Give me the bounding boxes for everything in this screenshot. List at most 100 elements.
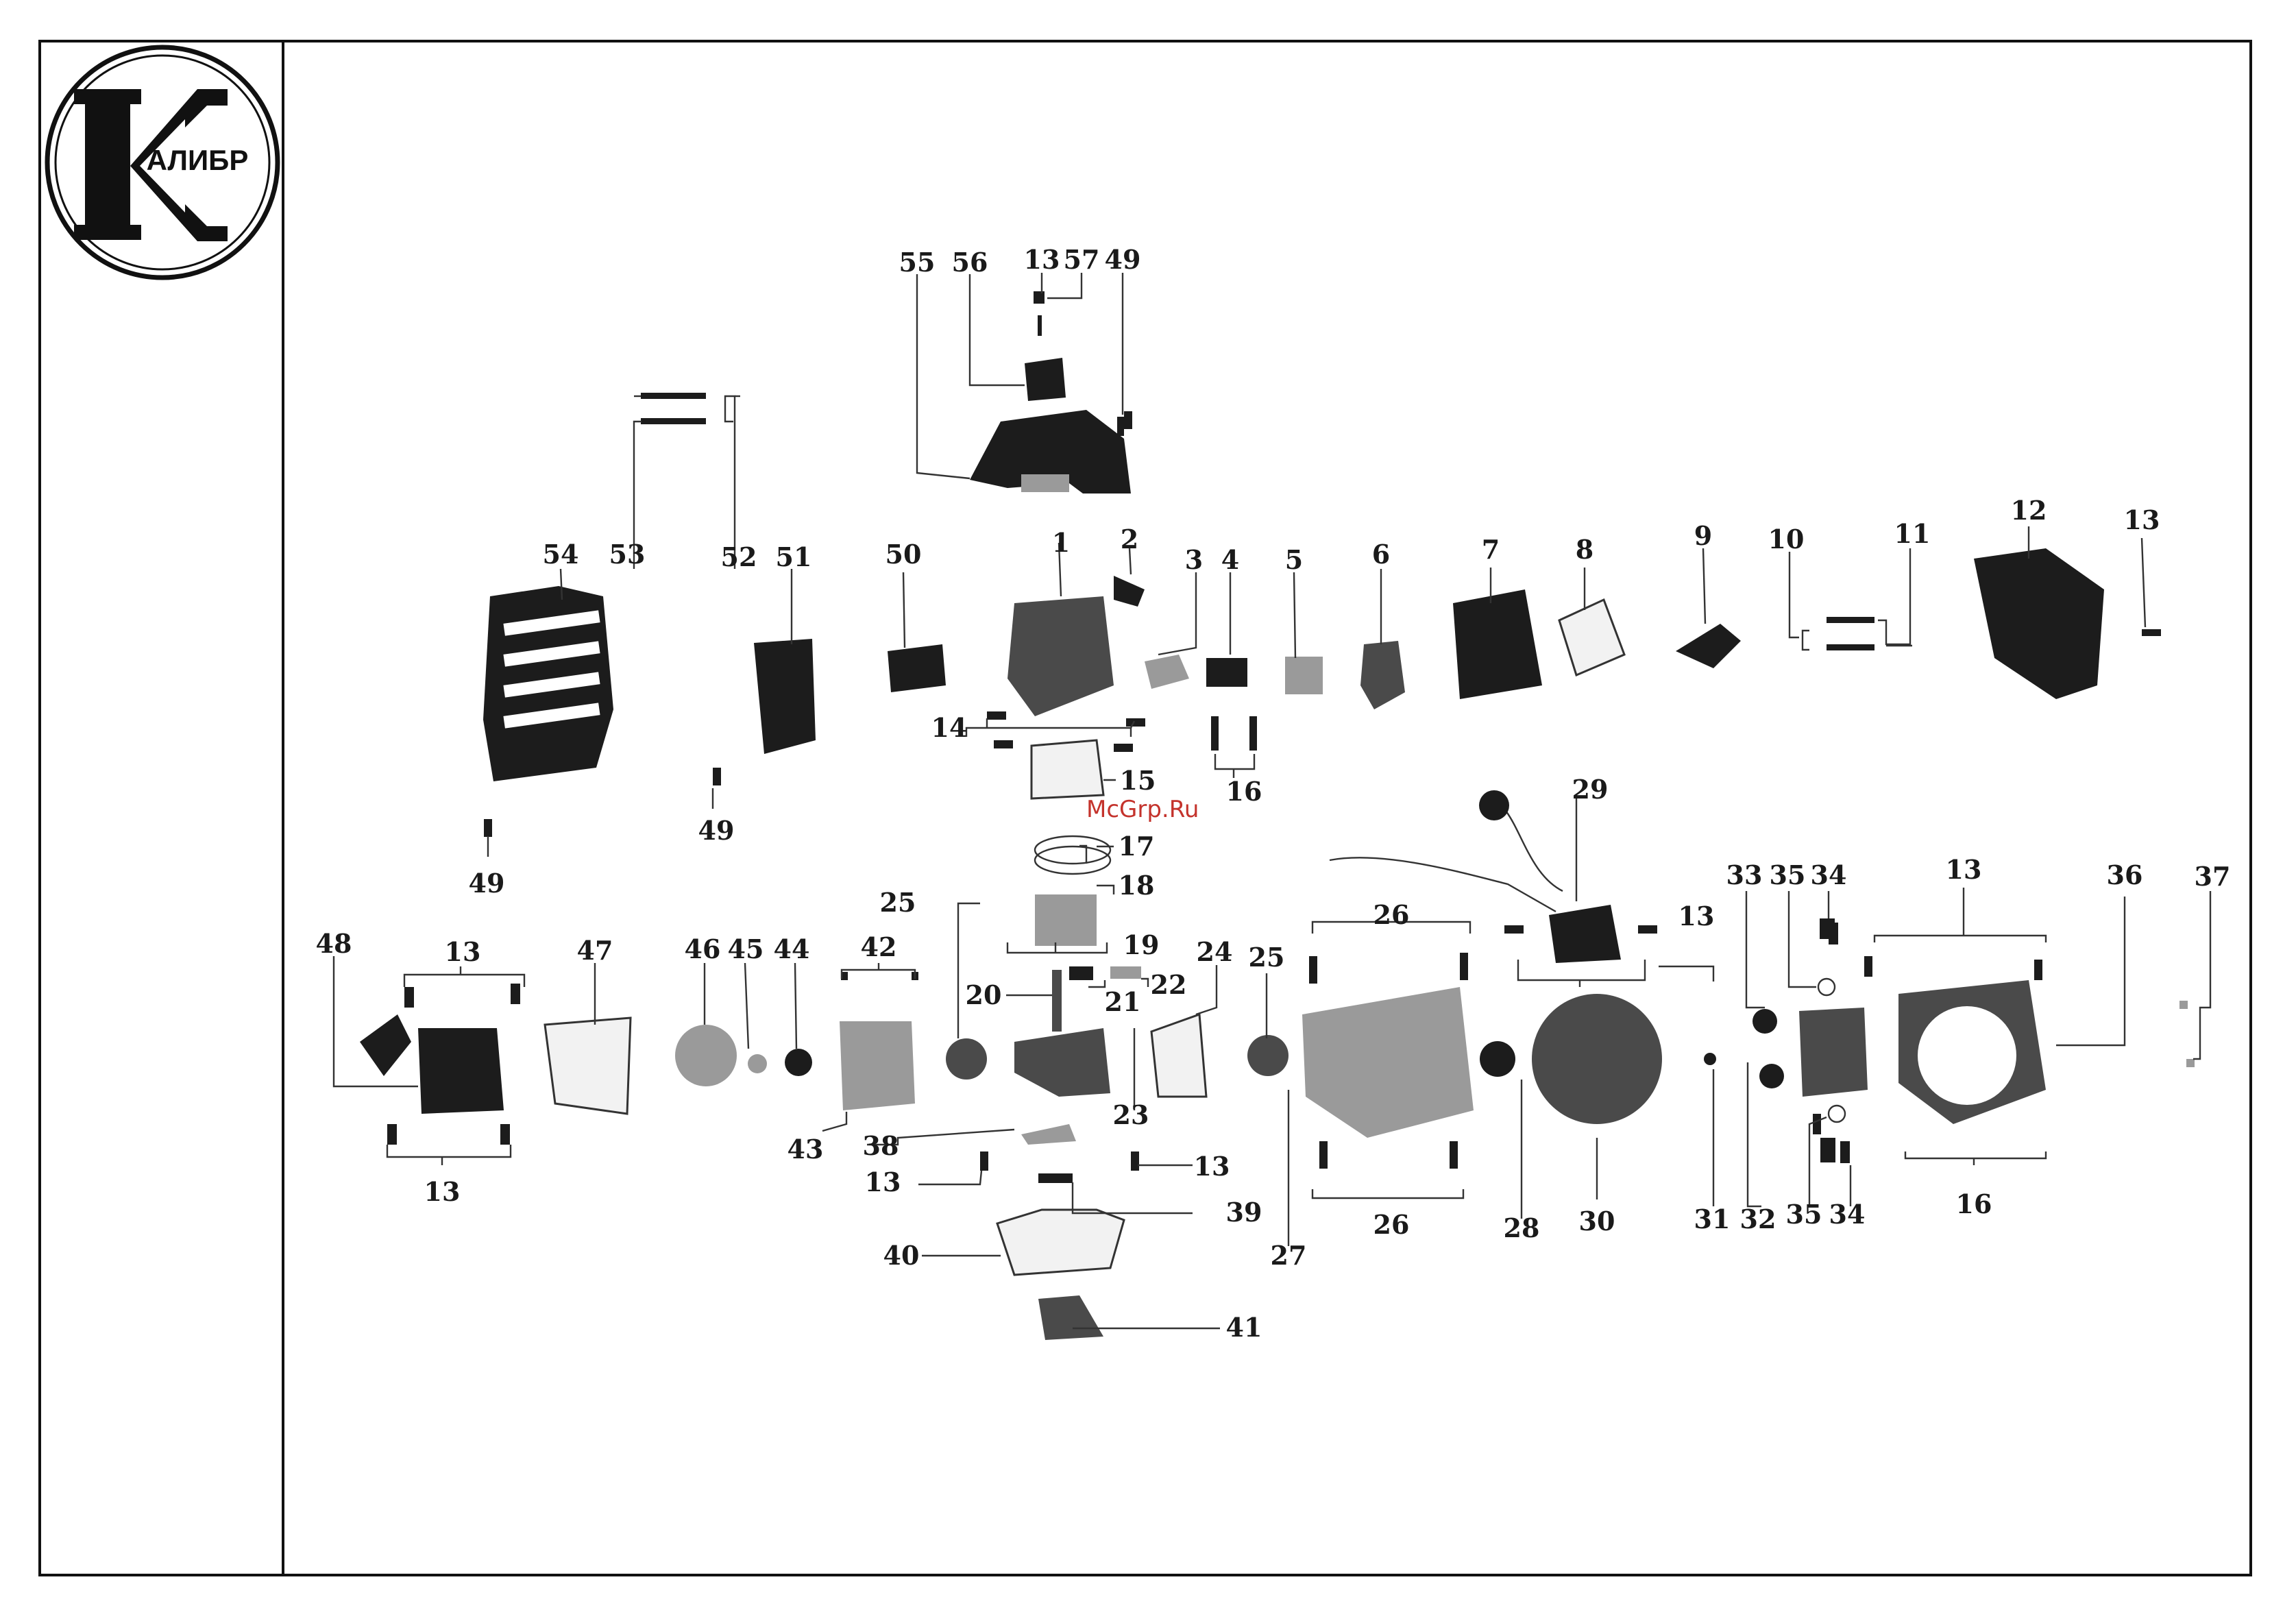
callout-13: 13 [1678,901,1715,931]
callout-32: 32 [1740,1204,1776,1234]
parts-layer [360,291,2195,1340]
callout-15: 15 [1120,765,1156,796]
callout-51: 51 [776,541,812,572]
callout-16: 16 [1226,776,1262,807]
callout-38: 38 [863,1130,899,1161]
callout-20: 20 [966,979,1002,1010]
callout-23: 23 [1113,1099,1149,1130]
callout-13: 13 [865,1167,901,1197]
callout-49: 49 [1105,244,1141,275]
part-crankcase-left [840,1021,915,1110]
part-seal-44 [785,1049,812,1076]
callout-16: 16 [1956,1189,1992,1219]
callout-13: 13 [1024,244,1060,275]
watermark: McGrp.Ru [1086,796,1199,823]
part-cylinder-gasket [1031,740,1103,799]
callout-14: 14 [931,712,968,743]
part-spark-plug [1114,576,1145,607]
callout-34: 34 [1811,860,1847,890]
callout-54: 54 [543,539,579,570]
callout-9: 9 [1694,520,1712,551]
callout-35: 35 [1770,860,1806,890]
callout-25: 25 [1249,942,1285,973]
callout-11: 11 [1894,518,1931,549]
part-starter [418,1028,504,1114]
part-pulley [675,1025,737,1086]
callout-48: 48 [316,928,352,959]
callout-24: 24 [1197,936,1233,967]
leader-lines [334,273,2210,1328]
callout-12: 12 [2011,495,2047,526]
callout-13: 13 [1194,1151,1230,1182]
part-heat-shield [888,644,946,692]
part-starter-handle [360,1014,411,1076]
part-carburetor [1360,641,1405,709]
callout-5: 5 [1285,544,1303,575]
part-ignition-coil [1549,905,1621,963]
callout-44: 44 [774,934,810,964]
callout-8: 8 [1576,534,1593,565]
part-screw-57 [1034,291,1045,304]
callout-41: 41 [1226,1312,1262,1343]
callout-36: 36 [2107,860,2143,890]
part-tank-pad [1038,1173,1073,1183]
callout-13: 13 [1946,854,1982,885]
part-cylinder [1007,596,1114,716]
callout-1: 1 [1052,527,1070,558]
callout-33: 33 [1726,860,1763,890]
callout-49: 49 [469,868,505,899]
callout-49: 49 [698,815,735,846]
part-starter-gasket [545,1018,631,1114]
callout-56: 56 [952,247,988,278]
callout-55: 55 [899,247,936,278]
part-tank-strap [1021,1124,1076,1145]
part-crankcase-right [1302,987,1474,1138]
part-flywheel [1532,994,1662,1124]
part-air-filter-base [1453,589,1542,699]
callout-47: 47 [577,935,613,966]
callout-7: 7 [1482,534,1500,565]
callout-28: 28 [1504,1212,1540,1243]
callout-46: 46 [685,934,721,964]
callout-17: 17 [1119,831,1155,862]
callout-22: 22 [1151,969,1187,1000]
part-bearing-left [946,1038,987,1080]
callout-18: 18 [1119,870,1155,901]
part-fuel-tank [997,1210,1124,1275]
callout-13: 13 [424,1176,461,1207]
callout-40: 40 [883,1240,920,1271]
callout-42: 42 [861,931,897,962]
callout-50: 50 [886,539,922,570]
callout-6: 6 [1372,539,1390,570]
callout-13: 13 [445,936,481,967]
part-tank-bracket [1038,1295,1103,1340]
callout-26: 26 [1373,1209,1410,1240]
callout-30: 30 [1579,1206,1615,1236]
callout-37: 37 [2195,861,2231,892]
callout-2: 2 [1121,524,1138,554]
part-insulator [1206,658,1247,687]
part-clutch [1799,1008,1868,1097]
callout-52: 52 [721,541,757,572]
part-bracket-9 [1676,624,1741,668]
callout-21: 21 [1105,986,1141,1017]
part-engine-cover [1974,548,2104,699]
callout-25: 25 [880,887,916,918]
callout-27: 27 [1271,1240,1307,1271]
callout-19: 19 [1123,929,1160,960]
callout-31: 31 [1694,1204,1731,1234]
part-crankcase-gasket [1151,1014,1206,1097]
callout-4: 4 [1221,544,1239,575]
part-crankshaft [1014,1028,1110,1097]
part-seal-28 [1480,1041,1515,1077]
callout-26: 26 [1373,899,1410,930]
part-piston [1035,894,1097,946]
callout-13: 13 [2124,504,2160,535]
part-filter-knob [1025,358,1066,401]
callout-10: 10 [1768,524,1805,554]
part-muffler [754,639,816,754]
callout-45: 45 [728,934,764,964]
callout-35: 35 [1786,1199,1822,1230]
callout-53: 53 [609,539,646,570]
